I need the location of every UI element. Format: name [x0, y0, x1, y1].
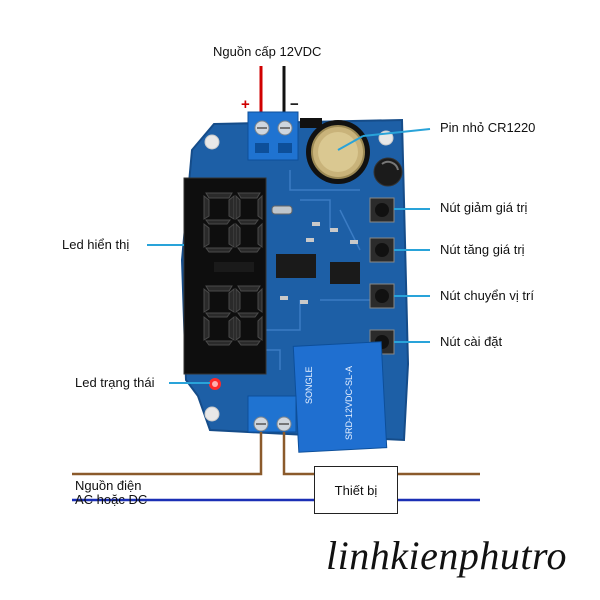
tactile-button-increase	[369, 237, 395, 263]
power-source-label-line2: AC hoặc DC	[75, 492, 148, 507]
battery-label: Pin nhỏ CR1220	[440, 120, 536, 135]
input-terminal-block	[247, 111, 299, 161]
tactile-button-move	[369, 283, 395, 309]
relay-icon: SONGLE SRD-12VDC-SL-A	[292, 341, 388, 453]
capacitor-icon	[373, 157, 403, 187]
crystal-icon	[271, 205, 293, 215]
minus-sign: −	[290, 96, 299, 113]
coin-cell-battery-icon	[300, 118, 370, 184]
button-set-label: Nút cài đặt	[440, 334, 503, 349]
relay-brand-text: SONGLE	[304, 366, 314, 404]
leader-lines	[147, 128, 431, 384]
seven-segment-display-icon	[183, 177, 267, 375]
output-terminal-block	[247, 395, 297, 433]
ic-chip-2	[330, 262, 360, 284]
power-source-label-line1: Nguồn điện	[75, 478, 142, 493]
led-display-label: Led hiển thị	[62, 237, 130, 252]
watermark-text: linhkienphutro	[326, 533, 568, 578]
led-status-label: Led trạng thái	[75, 375, 155, 390]
relay-model-text: SRD-12VDC-SL-A	[344, 366, 354, 440]
button-increase-label: Nút tăng giá trị	[440, 242, 525, 257]
device-label: Thiết bị	[334, 482, 378, 498]
status-led-icon	[209, 378, 221, 390]
ic-chip	[276, 254, 316, 278]
power-supply-label: Nguồn cấp 12VDC	[213, 44, 322, 59]
device-box: Thiết bị	[314, 466, 398, 514]
smd-parts	[280, 222, 358, 304]
load-wiring	[72, 432, 480, 502]
button-decrease-label: Nút giảm giá trị	[440, 200, 528, 215]
tactile-button-decrease	[369, 197, 395, 223]
button-move-label: Nút chuyển vị trí	[440, 288, 534, 303]
plus-sign: +	[241, 96, 250, 113]
